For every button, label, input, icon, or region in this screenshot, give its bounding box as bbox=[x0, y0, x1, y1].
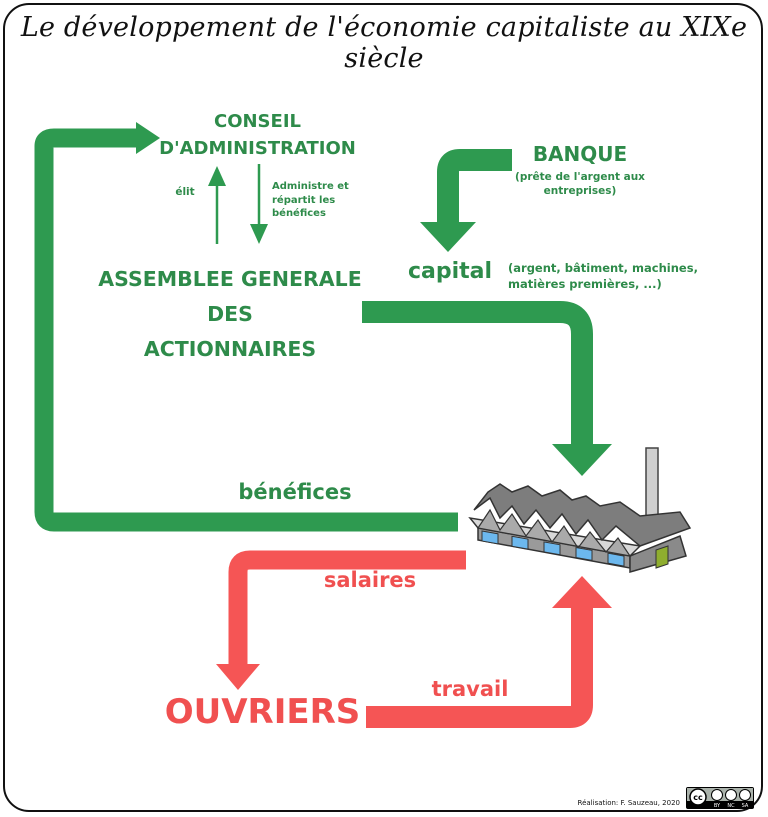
travail-label: travail bbox=[431, 677, 509, 701]
assemblee-line-2: DES bbox=[207, 302, 253, 326]
capital-note-line-2: matières premières, ...) bbox=[508, 277, 662, 291]
svg-text:cc: cc bbox=[693, 793, 703, 802]
banque-label: BANQUE bbox=[532, 142, 628, 166]
banque-arrow bbox=[437, 149, 512, 225]
benefices-label: bénéfices bbox=[238, 480, 352, 504]
assemblee-line-3: ACTIONNAIRES bbox=[143, 337, 317, 361]
credit-text: Réalisation: F. Sauzeau, 2020 bbox=[577, 799, 680, 807]
factory-icon bbox=[468, 447, 692, 573]
capital-label: capital bbox=[407, 259, 493, 284]
benefices-arrow bbox=[34, 128, 458, 532]
travail-arrowhead bbox=[552, 576, 612, 608]
svg-text:SA: SA bbox=[742, 803, 749, 808]
capital-arrowhead bbox=[552, 444, 612, 476]
banque-note-line-2: entreprises) bbox=[543, 185, 617, 197]
salaires-arrow bbox=[228, 550, 466, 668]
elit-label: élit bbox=[175, 186, 195, 198]
conseil-line-1: CONSEIL bbox=[213, 111, 301, 132]
banque-arrowhead bbox=[420, 222, 476, 252]
administre-line-3: bénéfices bbox=[272, 208, 326, 219]
capital-note: (argent, bâtiment, machines, matières pr… bbox=[508, 260, 698, 292]
salaires-label: salaires bbox=[323, 568, 417, 592]
assemblee-generale-label: ASSEMBLEE GENERALE DES ACTIONNAIRES bbox=[90, 262, 370, 367]
conseil-administration-label: CONSEIL D'ADMINISTRATION bbox=[150, 108, 365, 162]
diagram-title: Le développement de l'économie capitalis… bbox=[20, 12, 748, 74]
elit-arrowhead bbox=[208, 166, 226, 186]
conseil-line-2: D'ADMINISTRATION bbox=[159, 138, 356, 159]
capital-arrow bbox=[362, 301, 593, 448]
administre-label: Administre et répartit les bénéfices bbox=[272, 180, 362, 221]
administre-arrowhead bbox=[250, 224, 268, 244]
capital-note-line-1: (argent, bâtiment, machines, bbox=[508, 261, 698, 275]
banque-note: (prête de l'argent aux entreprises) bbox=[505, 170, 655, 198]
administre-line-2: répartit les bbox=[272, 194, 336, 206]
benefices-arrowhead bbox=[136, 122, 160, 154]
cc-license-badge: cc BY NC SA bbox=[686, 787, 754, 809]
assemblee-line-1: ASSEMBLEE GENERALE bbox=[98, 267, 362, 291]
travail-arrow bbox=[366, 605, 593, 728]
cc-license-icon: cc BY NC SA bbox=[687, 788, 753, 809]
ouvriers-label: OUVRIERS bbox=[164, 692, 361, 732]
svg-text:BY: BY bbox=[714, 803, 721, 808]
salaires-arrowhead bbox=[216, 664, 260, 690]
administre-line-1: Administre et bbox=[272, 181, 349, 192]
banque-note-line-1: (prête de l'argent aux bbox=[515, 171, 645, 183]
svg-text:NC: NC bbox=[727, 803, 735, 808]
